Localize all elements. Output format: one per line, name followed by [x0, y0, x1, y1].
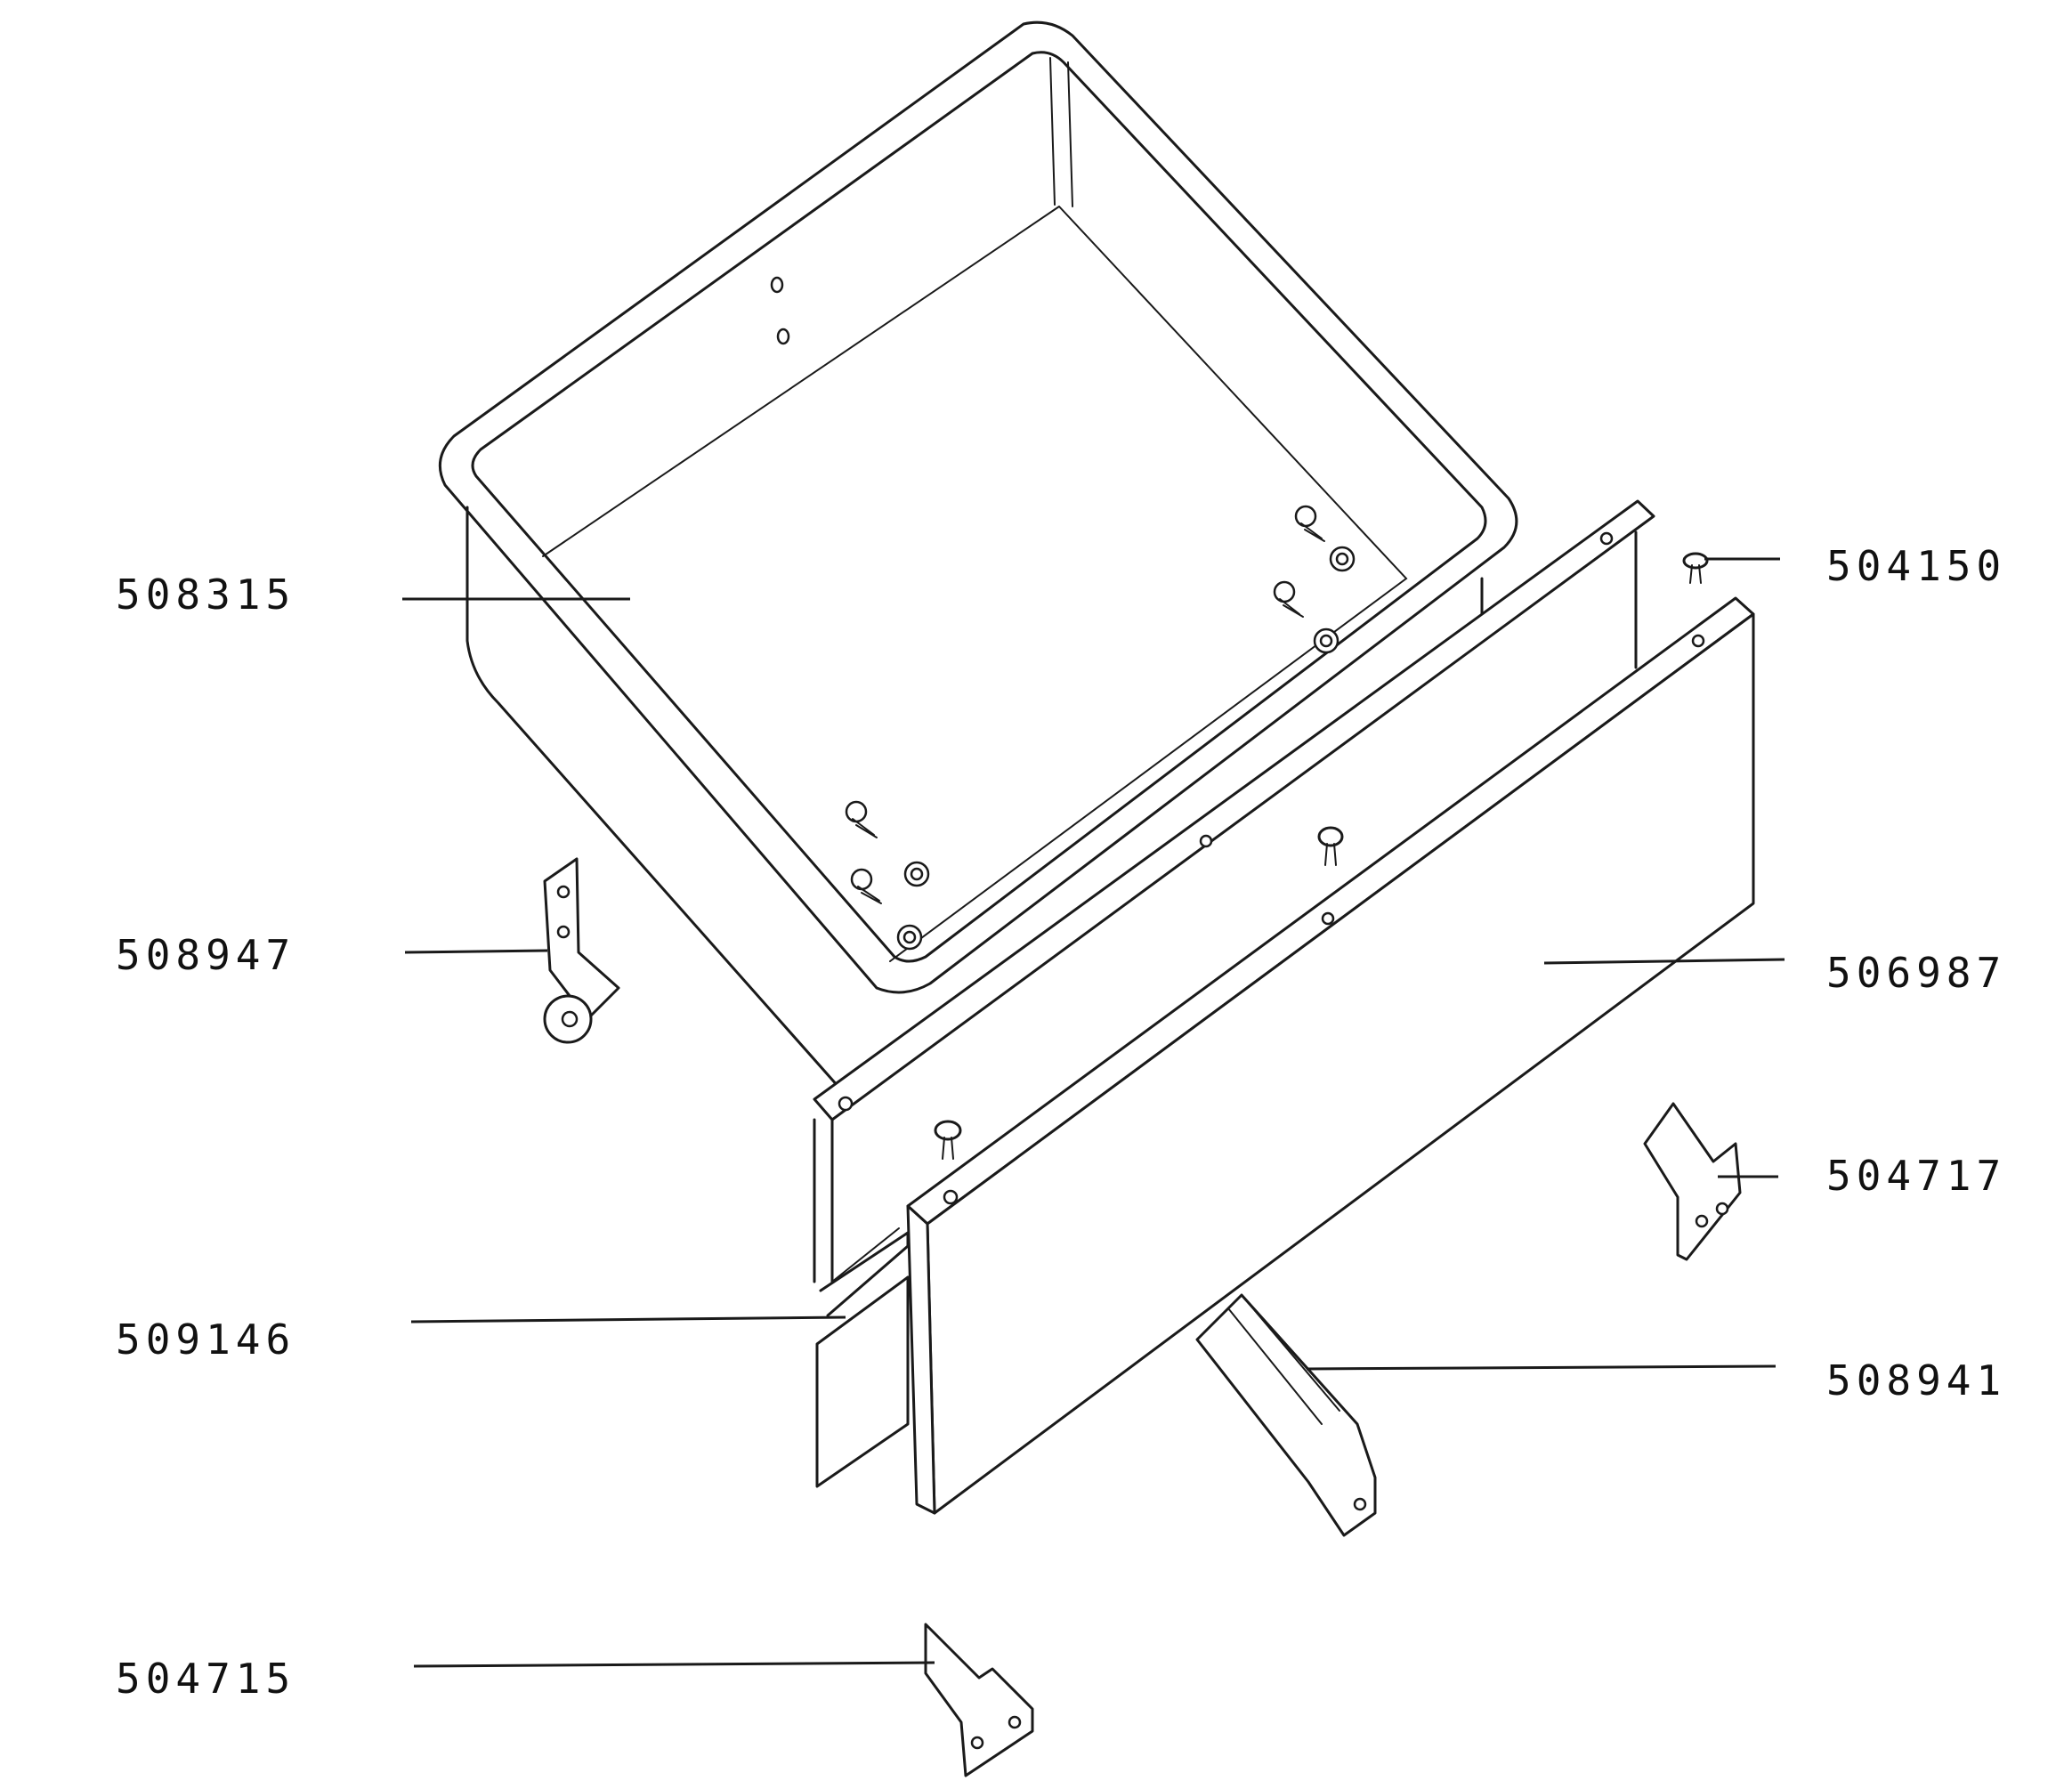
part-number-504715: 504715: [116, 1655, 296, 1703]
part-number-506987: 506987: [1826, 949, 2007, 997]
part-number-508941: 508941: [1826, 1356, 2007, 1404]
part-number-508315: 508315: [116, 571, 296, 619]
runner-drawing: [1195, 1293, 1377, 1537]
leader-508947: [404, 949, 548, 954]
part-number-509146: 509146: [116, 1315, 296, 1364]
part-number-508947: 508947: [116, 931, 296, 979]
tub-drawing: [438, 20, 1518, 1097]
leader-506987: [1543, 958, 1785, 965]
leader-lines: [402, 557, 1785, 1668]
bracket-right-drawing: [1643, 1102, 1742, 1261]
inner-panel-drawing: [813, 499, 1655, 1488]
front-panel-drawing: [906, 596, 1755, 1515]
leader-504715: [413, 1661, 935, 1668]
part-number-504150: 504150: [1826, 542, 2007, 590]
clips-drawing: [934, 552, 1709, 1160]
castor-bracket-drawing: [543, 857, 620, 1044]
leader-508941: [1306, 1364, 1777, 1371]
bracket-left-drawing: [924, 1623, 1034, 1777]
leader-509146: [410, 1315, 846, 1324]
part-number-504717: 504717: [1826, 1152, 2007, 1200]
